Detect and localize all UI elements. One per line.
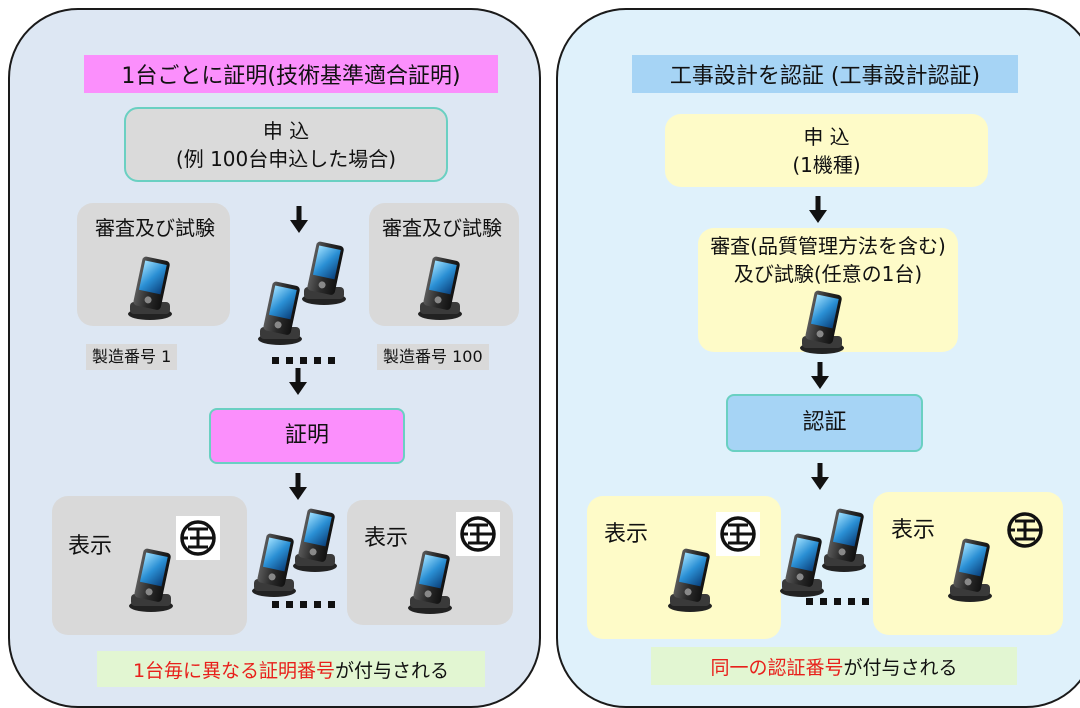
down-arrow-icon (289, 368, 307, 395)
review-detail: 及び試験(任意の1台) (733, 262, 923, 286)
pda-device-icon (252, 532, 296, 597)
pda-device-icon (408, 549, 452, 614)
left-application-box: 申 込 (例 100台申込した場合) (124, 107, 448, 182)
right-panel-title: 工事設計を認証 (工事設計認証) (632, 55, 1018, 93)
right-footer-note: 同一の認証番号が付与される (651, 647, 1017, 685)
application-detail: (例 100台申込した場合) (175, 146, 397, 171)
pda-device-icon (293, 507, 337, 572)
review-label-serial-1: 審査及び試験 (95, 216, 215, 240)
down-arrow-icon (809, 196, 827, 223)
ellipsis-dots (272, 357, 335, 364)
display-label: 表示 (891, 518, 936, 543)
footer-highlight: 1台毎に異なる証明番号 (132, 659, 336, 682)
display-label: 表示 (68, 534, 113, 559)
application-label: 申 込 (803, 124, 850, 149)
down-arrow-icon (289, 473, 307, 500)
pda-device-icon (822, 507, 866, 572)
display-label: 表示 (604, 522, 649, 547)
giteki-mark-icon (1003, 508, 1047, 552)
right-certify-box: 認証 (726, 394, 923, 452)
giteki-mark-icon (176, 516, 220, 560)
pda-device-icon (128, 255, 172, 320)
footer-text: が付与される (335, 659, 450, 682)
ellipsis-dots (806, 598, 869, 605)
giteki-mark-icon (716, 512, 760, 556)
application-label: 申 込 (262, 118, 310, 143)
footer-highlight: 同一の認証番号 (710, 656, 844, 679)
pda-device-icon (129, 547, 173, 612)
review-label-serial-100: 審査及び試験 (382, 216, 502, 240)
pda-device-icon (302, 240, 346, 305)
down-arrow-icon (811, 362, 829, 389)
ellipsis-dots (272, 601, 335, 608)
pda-device-icon (418, 255, 462, 320)
footer-text: が付与される (843, 656, 958, 679)
display-label: 表示 (364, 526, 409, 551)
pda-device-icon (258, 280, 302, 345)
pda-device-icon (780, 532, 824, 597)
down-arrow-icon (811, 463, 829, 490)
application-detail: (1機種) (792, 152, 861, 177)
pda-device-icon (800, 289, 844, 354)
giteki-mark-icon (456, 512, 500, 556)
serial-number-100: 製造番号 100 (377, 344, 489, 370)
left-panel-title: 1台ごとに証明(技術基準適合証明) (84, 55, 498, 93)
left-certify-box: 証明 (209, 408, 405, 464)
right-application-box: 申 込 (1機種) (665, 114, 988, 187)
serial-number-1: 製造番号 1 (86, 344, 178, 370)
down-arrow-icon (290, 206, 308, 233)
left-footer-note: 1台毎に異なる証明番号が付与される (97, 651, 485, 687)
review-label: 審査(品質管理方法を含む) (710, 234, 946, 258)
pda-device-icon (948, 537, 992, 602)
pda-device-icon (668, 547, 712, 612)
